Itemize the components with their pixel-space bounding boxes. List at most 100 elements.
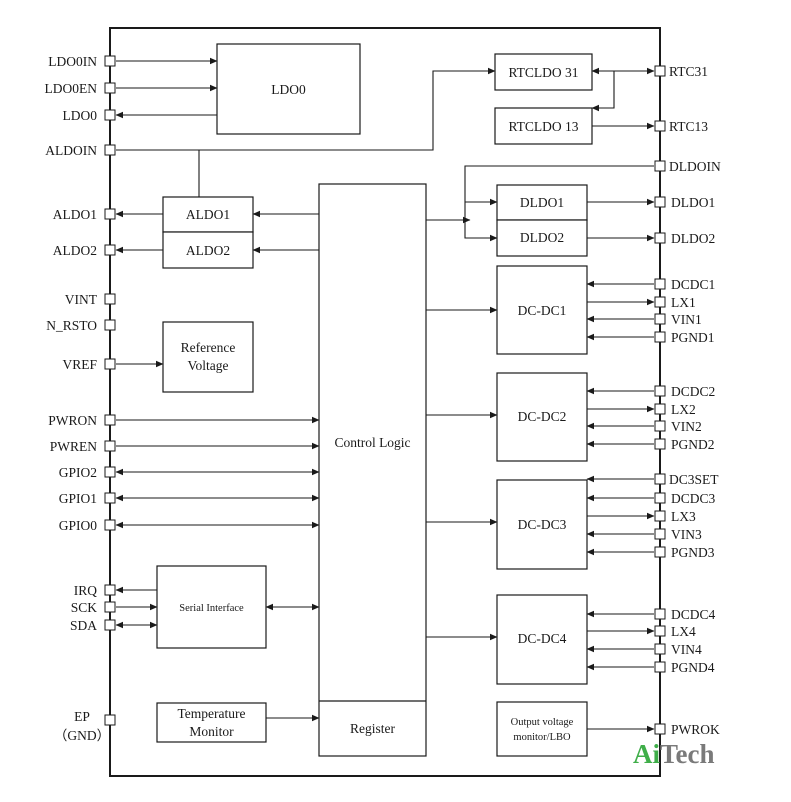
pin-aldoin-terminal	[104, 144, 116, 156]
pin-dc3set: DC3SET	[669, 472, 719, 487]
pin-irq: IRQ	[74, 583, 98, 598]
pin-ep-terminal	[104, 714, 116, 726]
pin-ldo0in: LDO0IN	[48, 54, 97, 69]
control-logic-label: Control Logic	[334, 435, 410, 450]
pin-ldo0en-terminal	[104, 82, 116, 94]
pin-gpio2: GPIO2	[59, 465, 97, 480]
pin-vin4-terminal	[654, 643, 666, 655]
register-block: Register	[350, 721, 395, 736]
pin-lx4-terminal	[654, 625, 666, 637]
pin-lx1-terminal	[654, 296, 666, 308]
output-monitor-block: Output voltage monitor/LBO	[496, 701, 588, 757]
aldo1-block: ALDO1	[162, 196, 254, 233]
register-label: Register	[350, 721, 395, 736]
pin-lx2: LX2	[671, 402, 696, 417]
pin-aldo1-terminal	[104, 208, 116, 220]
pin-aldo2: ALDO2	[53, 243, 97, 258]
dcdc4-block: DC-DC4	[496, 594, 588, 685]
rtcldo31-block-label: RTCLDO 31	[508, 65, 578, 80]
pin-lx2-terminal	[654, 403, 666, 415]
dcdc4-block-label: DC-DC4	[518, 631, 567, 646]
pin-dldo2: DLDO2	[671, 231, 715, 246]
reference-voltage-line1: Reference	[181, 340, 236, 355]
pin-dldo2-terminal	[654, 232, 666, 244]
pin-vin2: VIN2	[671, 419, 702, 434]
pin-gnd: （GND）	[54, 728, 110, 743]
pin-pgnd3: PGND3	[671, 545, 715, 560]
pin-ldo0en: LDO0EN	[45, 81, 98, 96]
pin-n-rsto-terminal	[104, 319, 116, 331]
pin-vin1-terminal	[654, 313, 666, 325]
pin-pgnd4-terminal	[654, 661, 666, 673]
pin-sda: SDA	[70, 618, 97, 633]
pin-pgnd1-terminal	[654, 331, 666, 343]
pin-dcdc1: DCDC1	[671, 277, 715, 292]
pin-rtc31-terminal	[654, 65, 666, 77]
pin-aldoin: ALDOIN	[45, 143, 97, 158]
pin-vint-terminal	[104, 293, 116, 305]
ldo0-block: LDO0	[216, 43, 361, 135]
pin-lx3: LX3	[671, 509, 696, 524]
pin-gpio0: GPIO0	[59, 518, 98, 533]
dldo1-block-label: DLDO1	[520, 195, 564, 210]
pin-ldo0in-terminal	[104, 55, 116, 67]
rtcldo13-block-label: RTCLDO 13	[508, 119, 578, 134]
pin-pwren: PWREN	[50, 439, 98, 454]
pin-pgnd2: PGND2	[671, 437, 715, 452]
serial-interface-label: Serial Interface	[179, 603, 244, 614]
watermark-tech: Tech	[660, 739, 715, 769]
pin-irq-terminal	[104, 584, 116, 596]
output-monitor-line1: Output voltage	[511, 717, 574, 728]
pin-aldo2-terminal	[104, 244, 116, 256]
right-pins: RTC31 RTC13 DLDOIN DLDO1 DLDO2 DCDC1 LX1…	[654, 64, 721, 737]
pin-pwren-terminal	[104, 440, 116, 452]
pin-dldoin: DLDOIN	[669, 159, 721, 174]
control-logic-block: Control Logic	[318, 183, 427, 757]
pin-pwron-terminal	[104, 414, 116, 426]
pin-sda-terminal	[104, 619, 116, 631]
pin-ep: EP	[74, 709, 90, 724]
pin-dcdc1-terminal	[654, 278, 666, 290]
pin-ldo0-terminal	[104, 109, 116, 121]
pin-lx4: LX4	[671, 624, 696, 639]
pin-dc3set-terminal	[654, 473, 666, 485]
dldo1-block: DLDO1	[496, 184, 588, 221]
reference-voltage-block: Reference Voltage	[162, 321, 254, 393]
pin-vin2-terminal	[654, 420, 666, 432]
pin-vin3-terminal	[654, 528, 666, 540]
watermark-logo: AiTech	[633, 739, 715, 769]
rtcldo31-block: RTCLDO 31	[494, 53, 593, 91]
pin-dcdc3-terminal	[654, 492, 666, 504]
dcdc1-block-label: DC-DC1	[518, 303, 567, 318]
pin-sck-terminal	[104, 601, 116, 613]
pin-pwrok: PWROK	[671, 722, 720, 737]
pin-vint: VINT	[65, 292, 98, 307]
dldo2-block-label: DLDO2	[520, 230, 564, 245]
pin-dcdc2-terminal	[654, 385, 666, 397]
aldo2-block-label: ALDO2	[186, 243, 230, 258]
watermark-ai: Ai	[633, 739, 660, 769]
aldo2-block: ALDO2	[162, 231, 254, 269]
pin-dcdc4: DCDC4	[671, 607, 716, 622]
pin-rtc13-terminal	[654, 120, 666, 132]
temperature-monitor-line1: Temperature	[177, 706, 245, 721]
pin-ldo0: LDO0	[63, 108, 98, 123]
ldo0-block-label: LDO0	[271, 82, 306, 97]
pin-vin1: VIN1	[671, 312, 702, 327]
chip-outline	[109, 27, 661, 777]
left-pins: LDO0IN LDO0EN LDO0 ALDOIN ALDO1 ALDO2 VI…	[45, 54, 116, 743]
pin-n-rsto: N_RSTO	[46, 318, 97, 333]
pin-dldo1: DLDO1	[671, 195, 715, 210]
dldo2-block: DLDO2	[496, 219, 588, 257]
pin-lx3-terminal	[654, 510, 666, 522]
pin-pgnd1: PGND1	[671, 330, 715, 345]
dcdc1-block: DC-DC1	[496, 265, 588, 355]
pin-gpio1-terminal	[104, 492, 116, 504]
dcdc3-block: DC-DC3	[496, 479, 588, 570]
output-monitor-line2: monitor/LBO	[513, 732, 571, 743]
pin-vin3: VIN3	[671, 527, 702, 542]
reference-voltage-line2: Voltage	[188, 358, 229, 373]
pin-pgnd4: PGND4	[671, 660, 715, 675]
temperature-monitor-block: Temperature Monitor	[156, 702, 267, 743]
